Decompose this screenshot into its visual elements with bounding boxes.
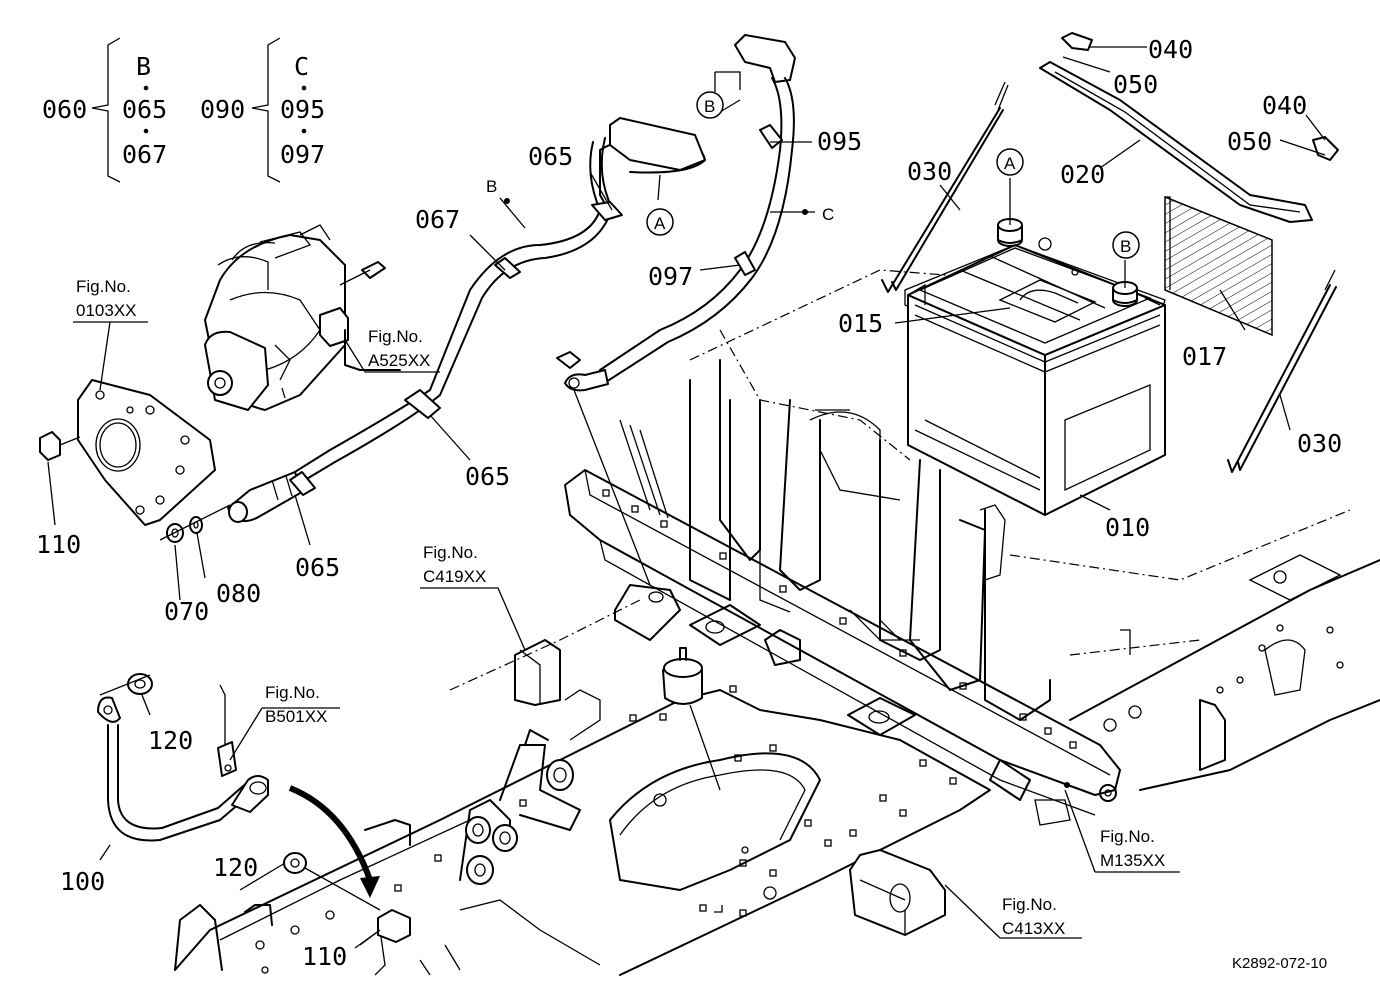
- callout-070: 070: [164, 597, 209, 626]
- ground-cable-100: [97, 673, 411, 943]
- circle-A-battery: A: [1004, 154, 1016, 173]
- callout-097-cable: 097: [648, 262, 693, 291]
- callout-050-a: 050: [1113, 70, 1158, 99]
- frame-drawing: [174, 269, 1380, 976]
- starter-motor: [39, 224, 401, 543]
- callout-060: 060: [42, 95, 87, 124]
- fig-ref-title-4: Fig.No.: [265, 683, 320, 702]
- fig-ref-code-0103XX: 0103XX: [76, 301, 137, 320]
- fig-ref-title-3: Fig.No.: [423, 543, 478, 562]
- callout-015: 015: [838, 309, 883, 338]
- callout-B-letter: B: [136, 52, 151, 81]
- callout-065-cable-top: 065: [528, 142, 573, 171]
- kit-legend-090: 090 C 095 097: [200, 37, 325, 183]
- callout-120-a: 120: [148, 726, 193, 755]
- fig-ref-leaders: [73, 321, 1180, 939]
- callout-090: 090: [200, 95, 245, 124]
- circle-A-cable: A: [654, 214, 666, 233]
- callout-100: 100: [60, 867, 105, 896]
- callout-065-cable-mid: 065: [465, 462, 510, 491]
- callout-097: 097: [280, 140, 325, 169]
- callout-030-b: 030: [1297, 429, 1342, 458]
- callout-C-letter: C: [294, 52, 309, 81]
- callout-065-cable-end: 065: [295, 553, 340, 582]
- battery-holder: [881, 32, 1339, 473]
- fig-ref-code-C419XX: C419XX: [423, 567, 486, 586]
- callout-067: 067: [122, 140, 167, 169]
- callout-095-cable: 095: [817, 127, 862, 156]
- figure-references: Fig.No. 0103XX Fig.No. A525XX Fig.No. C4…: [76, 277, 1165, 938]
- cable-B: [227, 117, 706, 523]
- fig-ref-title-6: Fig.No.: [1002, 895, 1057, 914]
- fig-ref-title-5: Fig.No.: [1100, 827, 1155, 846]
- callout-040-b: 040: [1262, 91, 1307, 120]
- callout-067-cable: 067: [415, 205, 460, 234]
- fig-ref-code-M135XX: M135XX: [1100, 851, 1165, 870]
- callout-020: 020: [1060, 160, 1105, 189]
- part-callouts: 040 050 040 050 020 030 030 017 015 010 …: [36, 35, 1342, 971]
- callout-080: 080: [216, 579, 261, 608]
- callout-050-b: 050: [1227, 127, 1272, 156]
- callout-010: 010: [1105, 513, 1150, 542]
- callout-065: 065: [122, 95, 167, 124]
- circle-B-battery: B: [1120, 237, 1131, 256]
- fig-ref-code-C413XX: C413XX: [1002, 919, 1065, 938]
- fig-ref-code-B501XX: B501XX: [265, 707, 327, 726]
- cable-C: [556, 34, 796, 586]
- battery: [904, 218, 1166, 516]
- callout-110-ground: 110: [302, 942, 347, 971]
- callout-030-a: 030: [907, 157, 952, 186]
- wire-B-label: B: [486, 177, 497, 196]
- fig-ref-title-1: Fig.No.: [76, 277, 131, 296]
- circle-B-cable: B: [704, 97, 715, 116]
- connection-markers: A B A B: [646, 71, 1140, 259]
- fig-ref-code-A525XX: A525XX: [368, 351, 430, 370]
- callout-017: 017: [1182, 342, 1227, 371]
- kit-legend-060: 060 B 065 067: [42, 37, 167, 183]
- wire-C-label: C: [822, 205, 834, 224]
- fig-ref-title-2: Fig.No.: [368, 327, 423, 346]
- callout-095: 095: [280, 95, 325, 124]
- drawing-code: K2892-072-10: [1232, 955, 1327, 972]
- callout-040-a: 040: [1148, 35, 1193, 64]
- callout-120-b: 120: [213, 853, 258, 882]
- callout-110-starter: 110: [36, 530, 81, 559]
